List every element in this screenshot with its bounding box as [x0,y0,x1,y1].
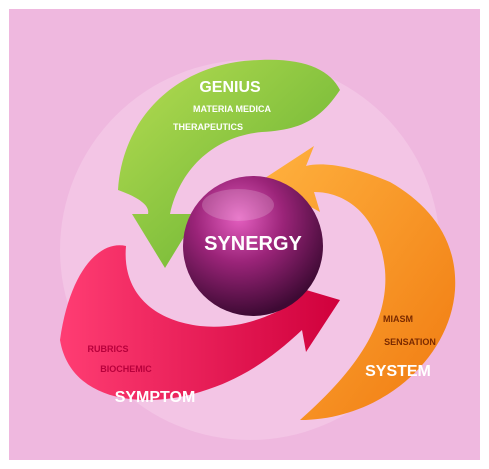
system-title: SYSTEM [365,363,431,380]
genius-title: GENIUS [199,79,261,96]
symptom-line-biochemic: BIOCHEMIC [100,364,152,374]
system-line-miasm: MIASM [383,314,413,324]
synergy-label: SYNERGY [204,233,302,255]
symptom-arrow [60,245,340,401]
synergy-sphere [183,176,323,316]
system-arrow [262,146,456,420]
symptom-title: SYMPTOM [115,389,196,406]
genius-line-therapeutics: THERAPEUTICS [173,122,243,132]
genius-arrow [118,59,340,268]
sphere-highlight [202,189,274,221]
genius-line-materia-medica: MATERIA MEDICA [193,104,271,114]
symptom-line-rubrics: RUBRICS [87,344,128,354]
system-line-sensation: SENSATION [384,337,436,347]
